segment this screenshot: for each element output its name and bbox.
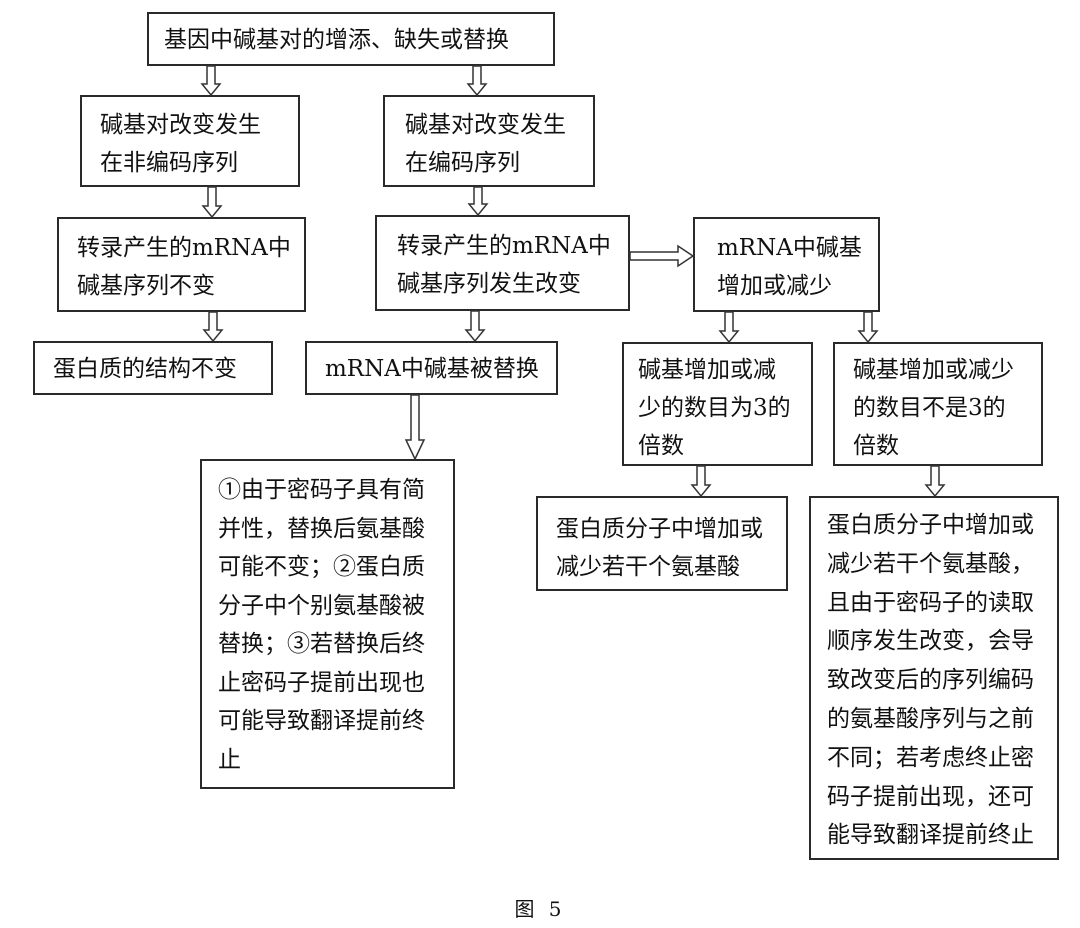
arrow-mrna-changed-to-substitution [464, 310, 486, 343]
arrow-mrna-changed-to-mrna-indel [629, 244, 695, 268]
box-substitution-effects: ①由于密码子具有简 并性，替换后氨基酸 可能不变；②蛋白质 分子中个别氨基酸被 … [200, 459, 455, 789]
box-noncoding: 碱基对改变发生 在非编码序列 [80, 95, 300, 187]
box-root: 基因中碱基对的增添、缺失或替换 [147, 12, 555, 66]
arrow-root-to-noncoding [200, 65, 222, 97]
box-coding: 碱基对改变发生 在编码序列 [383, 95, 595, 187]
arrow-coding-to-mrna-changed [467, 186, 489, 217]
arrow-not-multiple-of-3-to-frameshift [924, 465, 946, 498]
figure-caption: 图 5 [514, 897, 566, 921]
box-mrna-changed: 转录产生的mRNA中 碱基序列发生改变 [375, 215, 630, 311]
box-amino-acid-add-remove: 蛋白质分子中增加或 减少若干个氨基酸 [536, 496, 788, 591]
box-indel-not-multiple-of-3: 碱基增加或减少 的数目不是3的 倍数 [833, 342, 1043, 466]
arrow-mrna-unchanged-to-protein-unchanged [202, 311, 224, 343]
arrow-mrna-indel-to-not-multiple-of-3 [857, 311, 879, 344]
box-mrna-indel: mRNA中碱基 增加或减少 [693, 217, 880, 312]
arrow-noncoding-to-mrna-unchanged [201, 186, 223, 219]
box-indel-multiple-of-3: 碱基增加或减 少的数目为3的 倍数 [622, 342, 813, 466]
arrow-multiple-of-3-to-amino-acid-change [690, 465, 712, 498]
arrow-root-to-coding [466, 65, 488, 97]
box-protein-unchanged: 蛋白质的结构不变 [33, 341, 273, 395]
box-mrna-unchanged: 转录产生的mRNA中 碱基序列不变 [57, 217, 306, 312]
box-mrna-substitution: mRNA中碱基被替换 [305, 341, 558, 395]
arrow-substitution-to-effects [404, 394, 426, 461]
arrow-mrna-indel-to-multiple-of-3 [718, 311, 740, 344]
box-frameshift-effects: 蛋白质分子中增加或 减少若干个氨基酸， 且由于密码子的读取 顺序发生改变，会导 … [809, 496, 1059, 860]
